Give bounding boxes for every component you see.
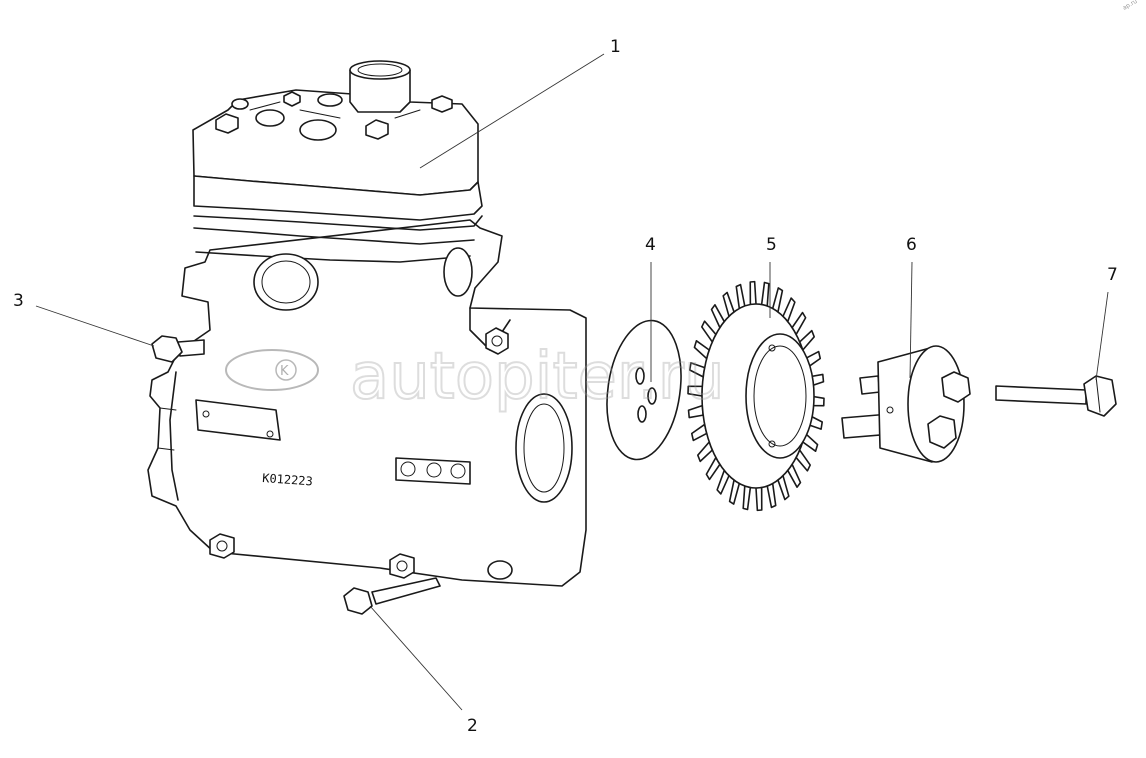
bolt-part-3 (151, 335, 205, 363)
bolt-part-2 (343, 577, 441, 615)
gear-tooth (755, 486, 763, 512)
leader-line-6 (909, 261, 913, 379)
watermark: K autopiter.ru (225, 339, 726, 415)
gear-tooth (766, 482, 777, 509)
leader-lines (35, 53, 1109, 711)
hub-part-6 (841, 345, 971, 463)
compressor-assembly: K012223 (147, 60, 587, 587)
callouts: 1 2 3 4 5 6 7 (13, 37, 1118, 736)
leader-line-3 (35, 305, 155, 347)
leader-line-7 (1095, 291, 1109, 381)
corner-watermark: ap.ru (1122, 0, 1139, 12)
leader-line-2 (369, 605, 463, 711)
callout-5: 5 (766, 235, 777, 255)
callout-4: 4 (645, 235, 656, 255)
callout-3: 3 (13, 291, 24, 311)
gear-part-5 (687, 280, 825, 512)
bolt-part-7 (995, 375, 1117, 417)
callout-2: 2 (467, 716, 478, 736)
gear-tooth (735, 283, 746, 310)
leader-line-1 (419, 53, 605, 169)
gear-tooth (760, 281, 770, 307)
washer-part-4 (606, 319, 682, 461)
gear-tooth (742, 485, 752, 511)
callout-7: 7 (1107, 265, 1118, 285)
callout-1: 1 (610, 37, 621, 57)
watermark-text: autopiter.ru (350, 340, 725, 414)
watermark-logo-icon (225, 349, 319, 391)
housing-marking: K012223 (262, 471, 313, 488)
gear-tooth (749, 280, 757, 306)
gear-tooth (771, 287, 784, 313)
watermark-logo-letter: K (280, 364, 289, 379)
gear-tooth (728, 479, 741, 505)
callout-6: 6 (906, 235, 917, 255)
